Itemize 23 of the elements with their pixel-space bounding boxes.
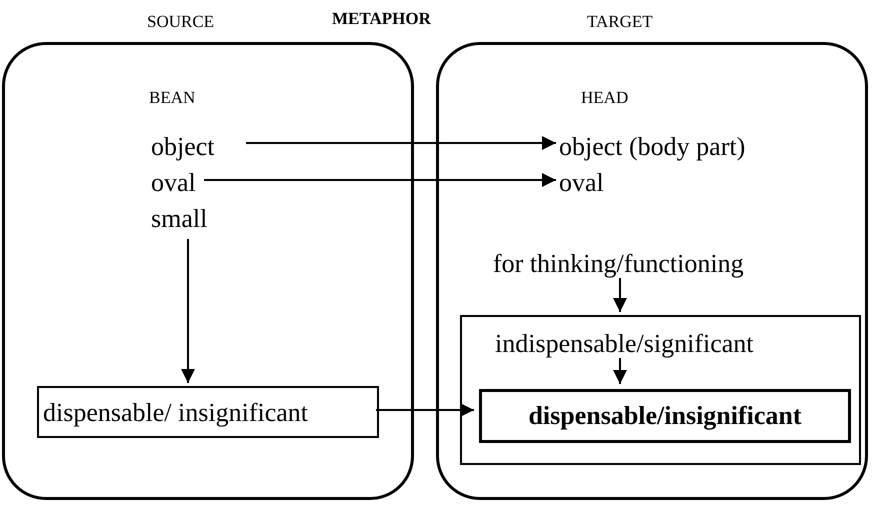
text: object bbox=[151, 130, 249, 164]
text-box bbox=[479, 389, 851, 443]
arrow bbox=[376, 403, 474, 417]
text: indispensable/significant bbox=[495, 327, 765, 363]
column-heading: SOURCE bbox=[147, 11, 214, 33]
center-heading: METAPHOR bbox=[332, 8, 431, 30]
text: dispensable/insignificant bbox=[528, 400, 802, 432]
column-heading: TARGET bbox=[587, 11, 653, 33]
text: oval bbox=[151, 166, 207, 200]
text: oval bbox=[559, 166, 623, 200]
text: for thinking/functioning bbox=[493, 247, 805, 281]
text: object (body part) bbox=[559, 130, 783, 164]
arrow bbox=[181, 239, 195, 383]
frame-box bbox=[460, 315, 861, 465]
arrow bbox=[204, 173, 556, 187]
arrow bbox=[613, 278, 627, 312]
text-box bbox=[37, 386, 379, 438]
text: small bbox=[151, 202, 223, 242]
panel-heading: HEAD bbox=[581, 87, 628, 109]
panel-heading: BEAN bbox=[149, 87, 196, 109]
text: dispensable/ insignificant bbox=[42, 397, 310, 429]
arrow bbox=[613, 358, 627, 384]
arrow bbox=[246, 136, 556, 150]
